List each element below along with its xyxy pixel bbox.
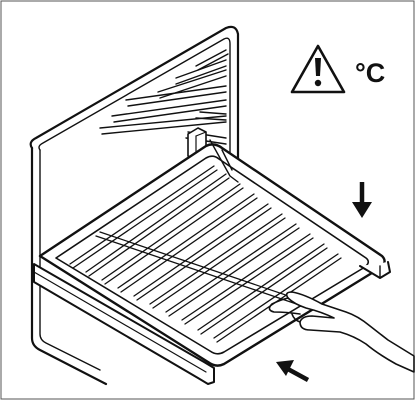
hand-icon: [268, 291, 415, 373]
arrow-down-icon: [352, 182, 372, 218]
oven-front-edge-inner: [39, 149, 101, 371]
rack-outer-rim: [38, 143, 386, 367]
temperature-unit-label: °C: [355, 58, 385, 88]
shelf-runners: [99, 49, 229, 145]
telescopic-runners: [33, 139, 391, 385]
rack-inner-rim: [55, 155, 370, 355]
oven-front-edge: [30, 146, 108, 386]
wire-rack-icon: [38, 143, 386, 367]
arrow-diagonal-in-icon: [276, 360, 310, 382]
warning-triangle-icon: [290, 44, 346, 94]
oven-left-wall: [29, 25, 240, 178]
rack-bars: [69, 165, 342, 343]
oven-left-wall-inner: [38, 37, 231, 177]
